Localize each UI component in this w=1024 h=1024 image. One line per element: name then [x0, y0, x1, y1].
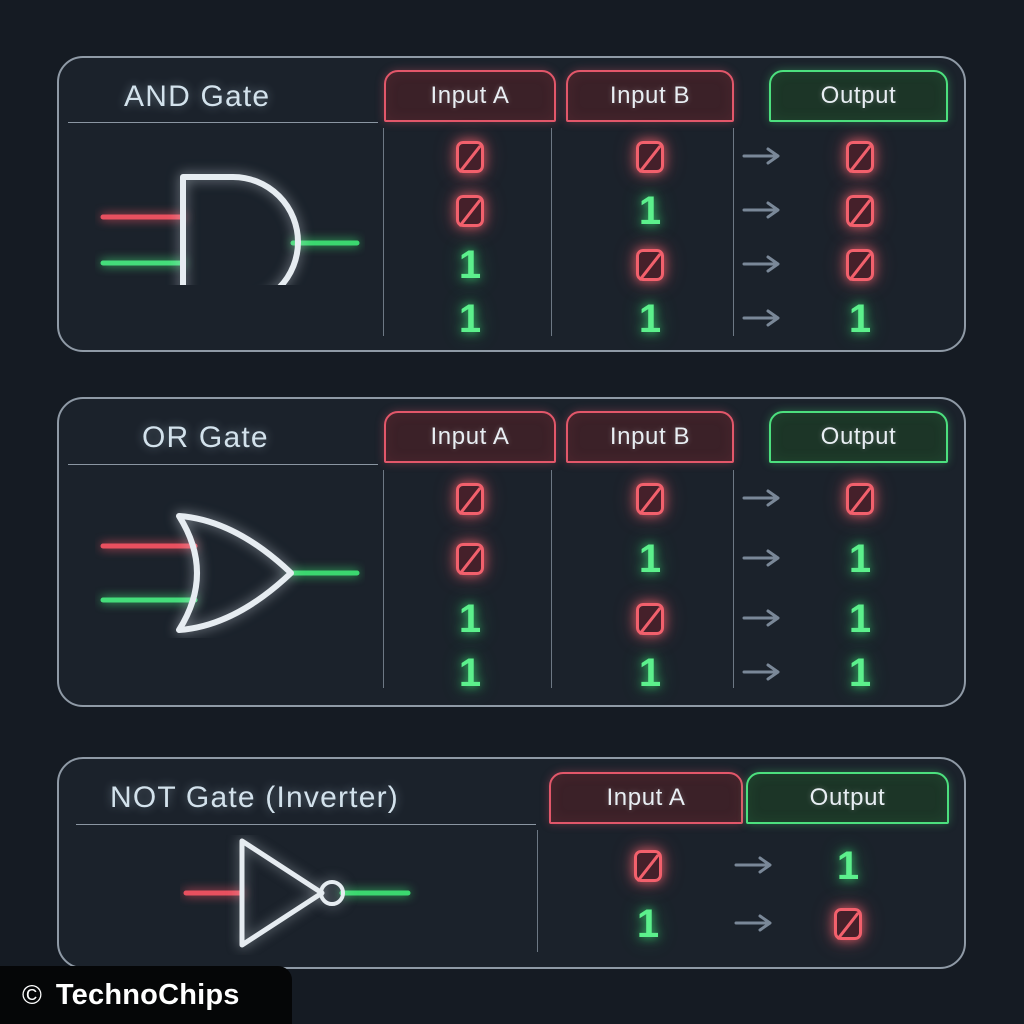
- zero-glyph: [636, 141, 664, 173]
- not-column-separator-1: [537, 830, 538, 952]
- zero-glyph: [846, 249, 874, 281]
- not-row-1-input-a: 1: [608, 901, 688, 947]
- and-row-0-input-b: [610, 134, 690, 180]
- and-column-separator-2: [551, 128, 552, 336]
- and-row-0-input-a: [430, 134, 510, 180]
- or-row-3-output: 1: [820, 650, 900, 696]
- one-glyph: 1: [848, 297, 872, 341]
- or-row-1-output: 1: [820, 536, 900, 582]
- copyright-icon: ©: [22, 979, 42, 1010]
- and-row-1-output: [820, 188, 900, 234]
- and-row-1-arrow-icon: [740, 198, 786, 222]
- not-row-0-output: 1: [808, 843, 888, 889]
- or-row-2-output: 1: [820, 596, 900, 642]
- zero-glyph: [636, 483, 664, 515]
- not-column-header-input-a: Input A: [549, 772, 743, 824]
- not-gate-symbol: [180, 835, 420, 960]
- one-glyph: 1: [458, 243, 482, 287]
- or-row-2-input-b: [610, 596, 690, 642]
- not-gate-title: NOT Gate (Inverter): [110, 781, 399, 814]
- and-row-0-output: [820, 134, 900, 180]
- or-row-1-arrow-icon: [740, 546, 786, 570]
- or-row-0-output: [820, 476, 900, 522]
- or-column-separator-2: [551, 470, 552, 688]
- one-glyph: 1: [638, 189, 662, 233]
- and-title-divider: [68, 122, 378, 123]
- and-row-2-input-b: [610, 242, 690, 288]
- one-glyph: 1: [458, 651, 482, 695]
- or-row-0-arrow-icon: [740, 486, 786, 510]
- not-row-0-arrow-icon: [732, 853, 778, 877]
- zero-glyph: [636, 603, 664, 635]
- not-title-divider: [76, 824, 536, 825]
- not-row-1-arrow-icon: [732, 911, 778, 935]
- and-row-3-arrow-icon: [740, 306, 786, 330]
- and-row-2-input-a: 1: [430, 242, 510, 288]
- not-column-header-output: Output: [746, 772, 949, 824]
- or-column-separator-1: [383, 470, 384, 688]
- and-row-1-input-a: [430, 188, 510, 234]
- one-glyph: 1: [638, 297, 662, 341]
- and-column-header-input-b: Input B: [566, 70, 734, 122]
- and-row-2-output: [820, 242, 900, 288]
- or-row-1-input-a: [430, 536, 510, 582]
- one-glyph: 1: [458, 297, 482, 341]
- one-glyph: 1: [848, 651, 872, 695]
- or-title-divider: [68, 464, 378, 465]
- and-column-separator-1: [383, 128, 384, 336]
- and-column-separator-3: [733, 128, 734, 336]
- zero-glyph: [636, 249, 664, 281]
- and-row-3-input-a: 1: [430, 296, 510, 342]
- zero-glyph: [456, 195, 484, 227]
- zero-glyph: [456, 483, 484, 515]
- zero-glyph: [456, 141, 484, 173]
- or-row-2-input-a: 1: [430, 596, 510, 642]
- and-column-header-output: Output: [769, 70, 948, 122]
- one-glyph: 1: [458, 597, 482, 641]
- one-glyph: 1: [638, 651, 662, 695]
- and-gate-title: AND Gate: [124, 80, 271, 113]
- or-row-3-input-b: 1: [610, 650, 690, 696]
- zero-glyph: [834, 908, 862, 940]
- or-row-0-input-a: [430, 476, 510, 522]
- not-row-0-input-a: [608, 843, 688, 889]
- and-row-3-input-b: 1: [610, 296, 690, 342]
- zero-glyph: [846, 195, 874, 227]
- or-row-3-input-a: 1: [430, 650, 510, 696]
- and-row-2-arrow-icon: [740, 252, 786, 276]
- zero-glyph: [634, 850, 662, 882]
- zero-glyph: [846, 483, 874, 515]
- or-row-3-arrow-icon: [740, 660, 786, 684]
- and-gate-symbol: [95, 155, 365, 310]
- or-row-0-input-b: [610, 476, 690, 522]
- one-glyph: 1: [636, 902, 660, 946]
- or-column-header-input-b: Input B: [566, 411, 734, 463]
- zero-glyph: [456, 543, 484, 575]
- one-glyph: 1: [836, 844, 860, 888]
- or-column-header-input-a: Input A: [384, 411, 556, 463]
- watermark-banner: © TechnoChips: [0, 966, 292, 1024]
- zero-glyph: [846, 141, 874, 173]
- or-row-2-arrow-icon: [740, 606, 786, 630]
- one-glyph: 1: [638, 537, 662, 581]
- and-row-1-input-b: 1: [610, 188, 690, 234]
- or-gate-symbol: [95, 498, 365, 643]
- and-row-0-arrow-icon: [740, 144, 786, 168]
- or-column-separator-3: [733, 470, 734, 688]
- or-column-header-output: Output: [769, 411, 948, 463]
- one-glyph: 1: [848, 537, 872, 581]
- or-row-1-input-b: 1: [610, 536, 690, 582]
- not-row-1-output: [808, 901, 888, 947]
- watermark-label: TechnoChips: [55, 978, 240, 1011]
- and-column-header-input-a: Input A: [384, 70, 556, 122]
- or-gate-title: OR Gate: [142, 421, 269, 454]
- one-glyph: 1: [848, 597, 872, 641]
- and-row-3-output: 1: [820, 296, 900, 342]
